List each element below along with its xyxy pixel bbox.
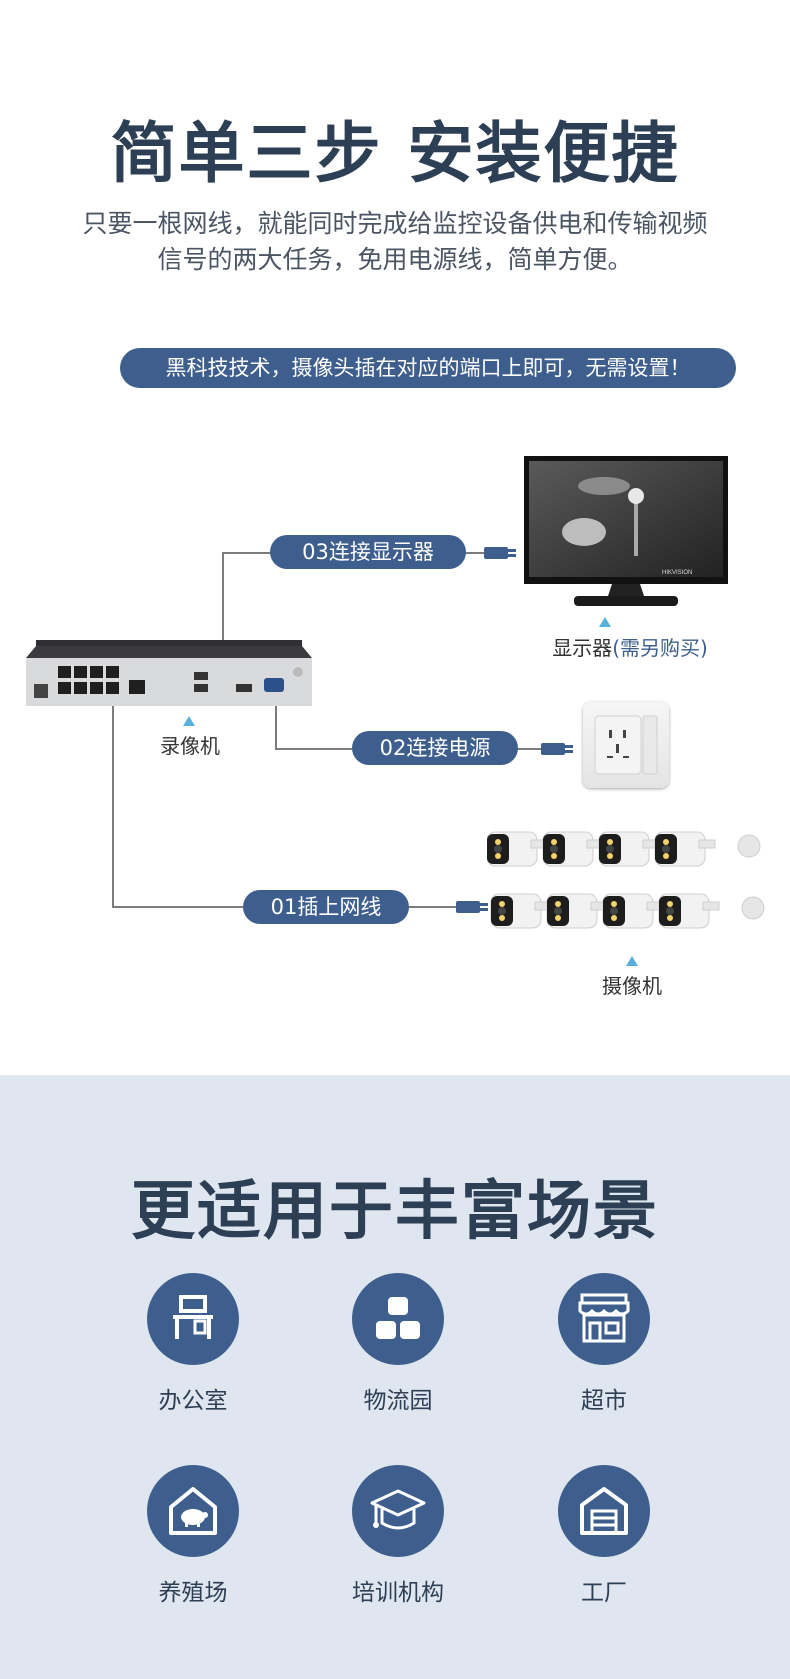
scene-supermarket: 超市: [529, 1273, 679, 1415]
highlight-pill: 黑科技技术，摄像头插在对应的端口上即可，无需设置！: [120, 348, 736, 388]
scenes-section: [0, 1075, 790, 1679]
camera-label: 摄像机: [602, 974, 662, 998]
scene-label: 养殖场: [158, 1580, 228, 1606]
scene-label: 超市: [581, 1388, 627, 1414]
recorder-marker: [183, 716, 195, 726]
scene-logistics: 物流园: [323, 1273, 473, 1415]
step-3-tag: 03连接显示器: [270, 535, 466, 569]
scene-training: 培训机构: [323, 1465, 473, 1607]
power-socket: [583, 702, 669, 788]
intro-line-1: 只要一根网线，就能同时完成给监控设备供电和传输视频: [82, 209, 708, 238]
plug-icon: [484, 547, 516, 559]
store-icon: [558, 1273, 650, 1365]
recorder-device: [26, 640, 312, 706]
monitor-marker: [599, 617, 611, 627]
graduation-cap-icon: [352, 1465, 444, 1557]
scene-factory: 工厂: [529, 1465, 679, 1607]
monitor-caption: 显示器(需另购买): [520, 632, 740, 661]
scene-label: 办公室: [158, 1388, 228, 1414]
recorder-label: 录像机: [160, 734, 220, 758]
scene-label: 培训机构: [352, 1580, 444, 1606]
scene-office: 办公室: [118, 1273, 268, 1415]
boxes-icon: [352, 1273, 444, 1365]
intro-line-2: 信号的两大任务，免用电源线，简单方便。: [157, 245, 633, 274]
step-1-tag: 01插上网线: [243, 890, 409, 924]
monitor-brand: HIKVISION: [662, 570, 692, 576]
install-title: 简单三步 安装便捷: [110, 115, 680, 192]
step-2-tag: 02连接电源: [352, 731, 518, 765]
monitor-device: HIKVISION: [524, 456, 728, 606]
scene-label: 物流园: [363, 1388, 433, 1414]
pig-barn-icon: [147, 1465, 239, 1557]
monitor-label: 显示器: [552, 636, 613, 660]
connector-camera-vertical: [112, 706, 114, 908]
camera-group: [487, 831, 765, 929]
connector-power-vertical: [275, 706, 277, 750]
office-desk-icon: [147, 1273, 239, 1365]
scene-label: 工厂: [581, 1580, 627, 1606]
factory-icon: [558, 1465, 650, 1557]
plug-icon: [456, 901, 488, 913]
monitor-note: (需另购买): [612, 636, 708, 660]
install-intro: 只要一根网线，就能同时完成给监控设备供电和传输视频 信号的两大任务，免用电源线，…: [40, 206, 750, 278]
socket-icon: [594, 715, 658, 775]
scene-farm: 养殖场: [118, 1465, 268, 1607]
connector-monitor-vertical: [222, 552, 224, 642]
plug-icon: [541, 743, 573, 755]
camera-marker: [626, 956, 638, 966]
scenes-title: 更适用于丰富场景: [131, 1175, 659, 1249]
